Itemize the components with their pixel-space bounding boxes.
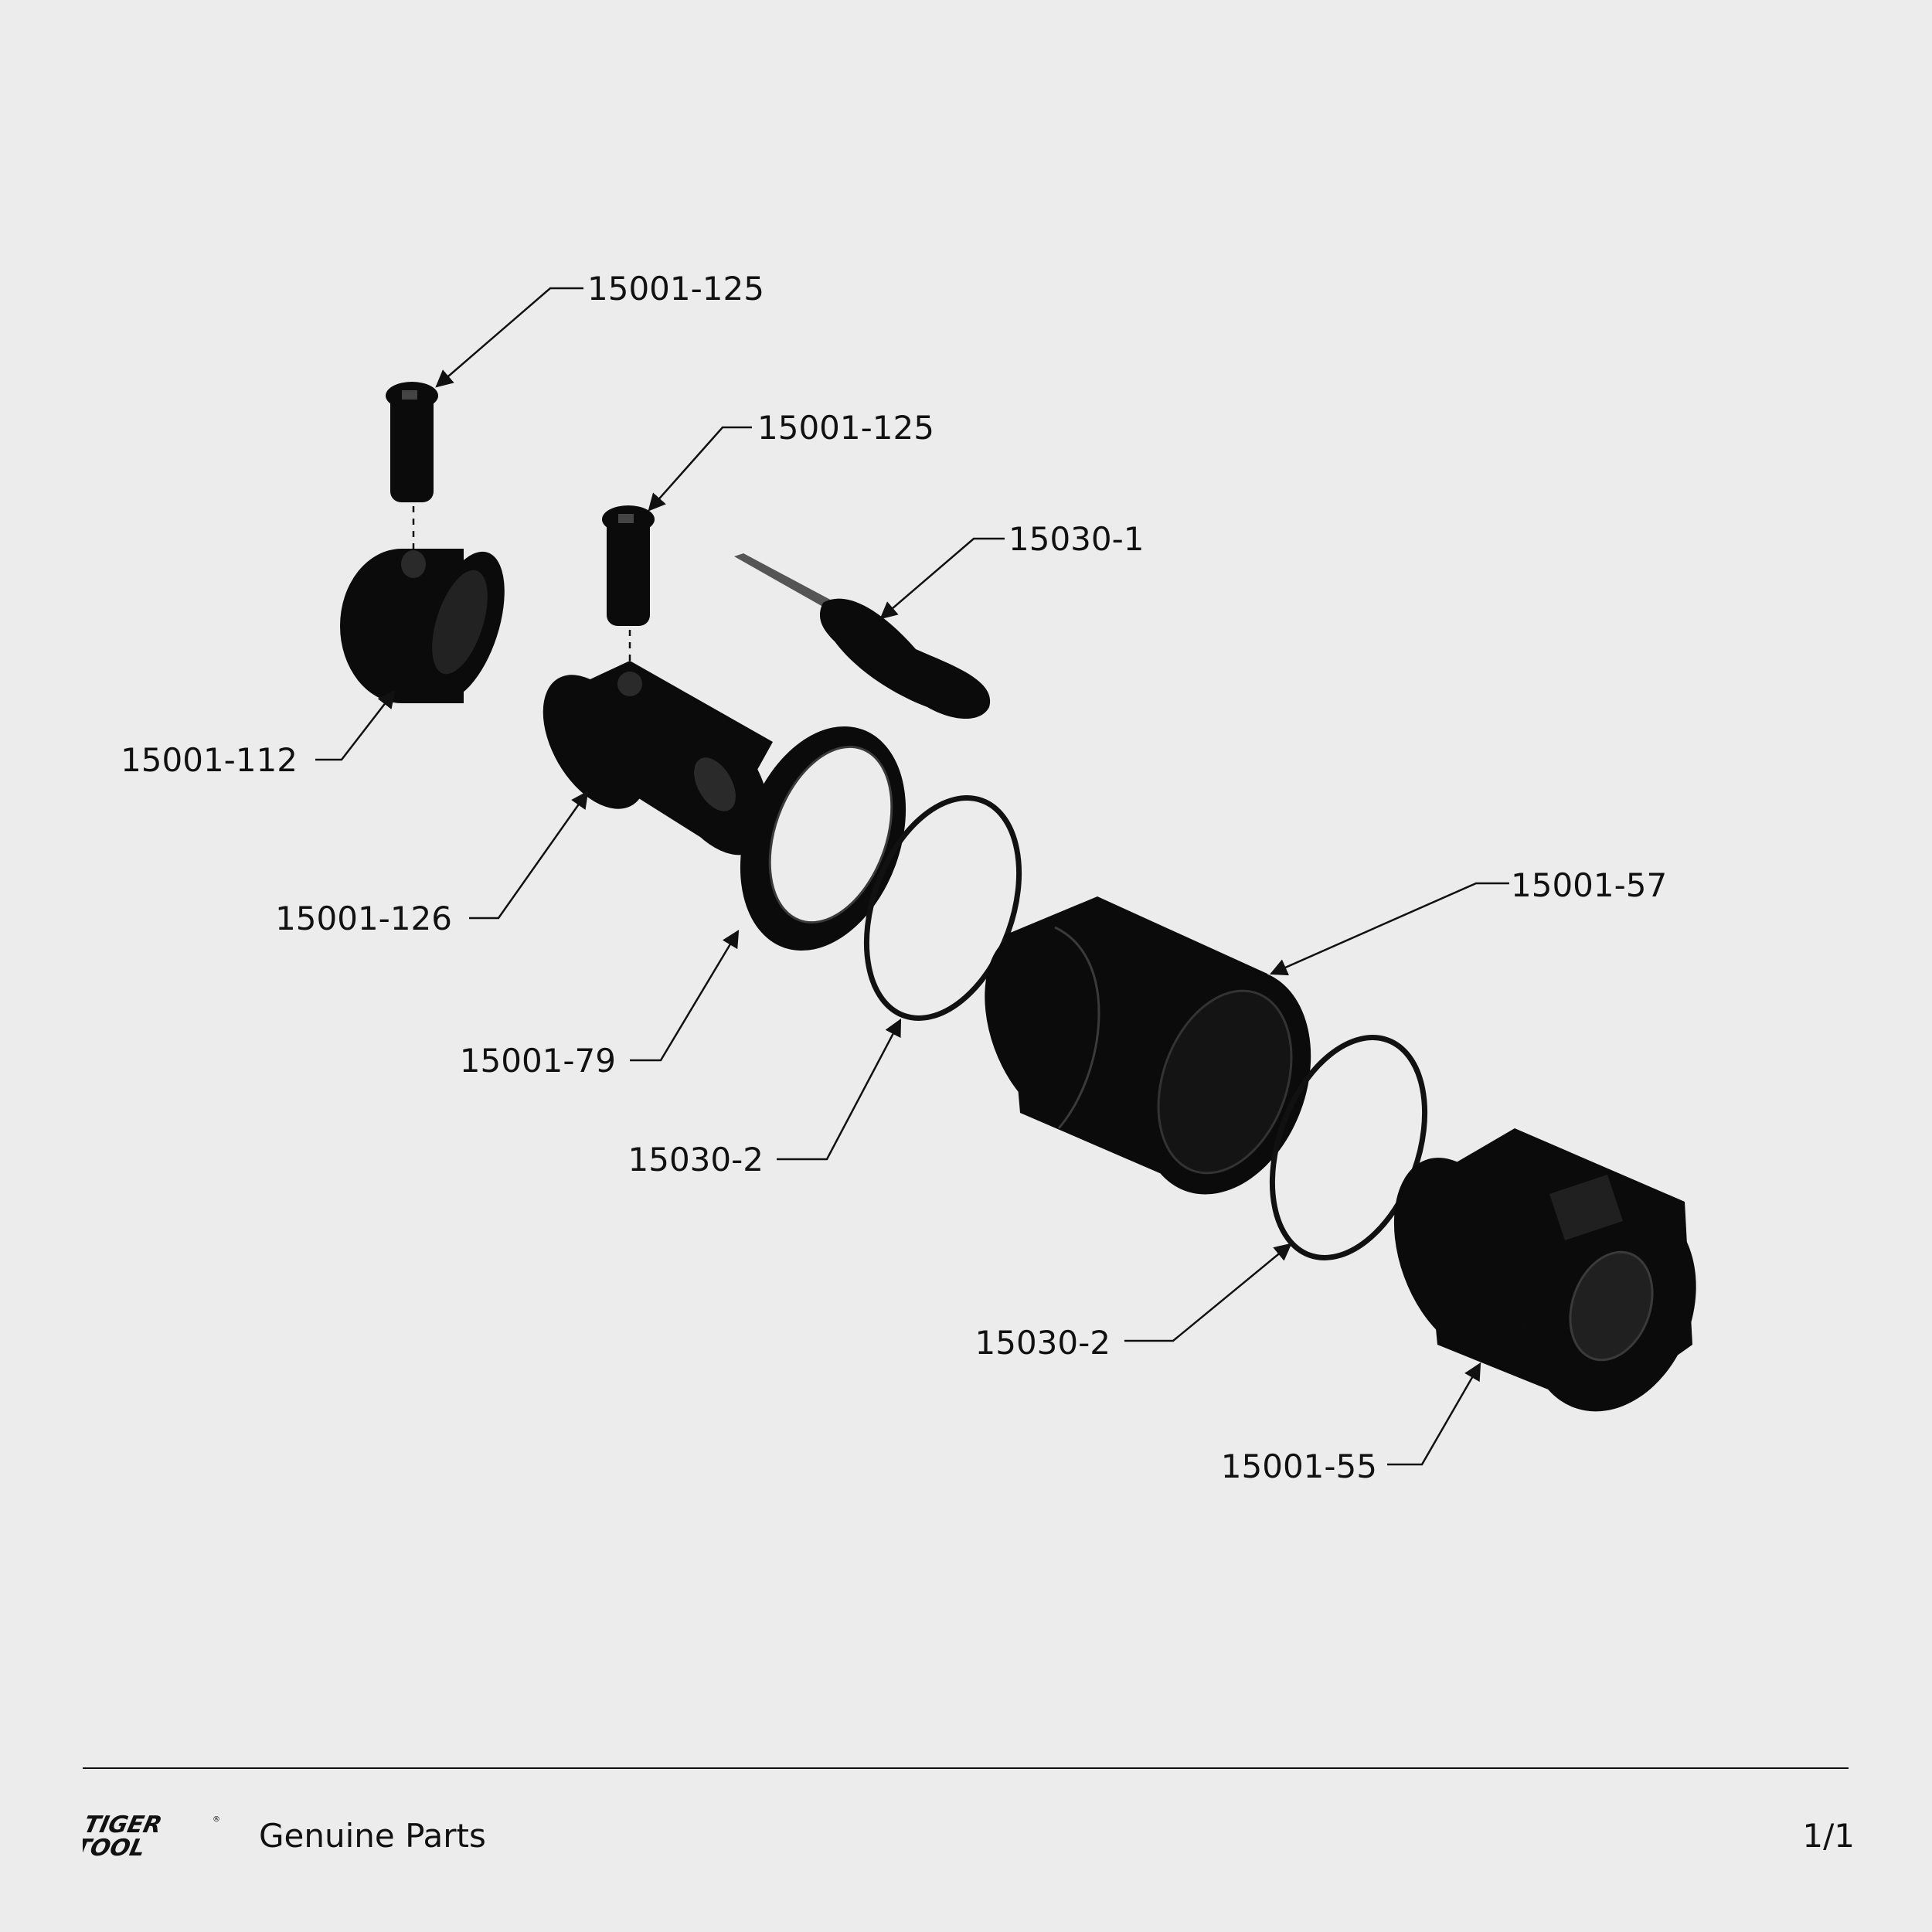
part-end-cap-15001-55 bbox=[1393, 1128, 1696, 1412]
callout-15001-55: 15001-55 bbox=[1221, 1447, 1377, 1485]
footer-caption: Genuine Parts bbox=[259, 1817, 486, 1855]
part-cylinder-15001-57 bbox=[985, 896, 1311, 1195]
callout-15030-2-lower: 15030-2 bbox=[975, 1324, 1111, 1362]
callout-15001-79: 15001-79 bbox=[460, 1042, 616, 1080]
part-tool-15030-1 bbox=[734, 553, 991, 719]
callout-15030-2-upper: 15030-2 bbox=[628, 1141, 764, 1179]
callout-15001-125-top: 15001-125 bbox=[587, 270, 764, 308]
callout-15001-125-center: 15001-125 bbox=[757, 409, 934, 447]
svg-text:®: ® bbox=[213, 1815, 220, 1824]
callout-15001-112: 15001-112 bbox=[121, 741, 298, 779]
part-screw-center bbox=[602, 505, 655, 626]
svg-text:TIGER: TIGER bbox=[83, 1811, 165, 1838]
tiger-tool-logo: TIGER TOOL ® bbox=[83, 1811, 220, 1860]
part-snap-ring-upper bbox=[863, 795, 1022, 1021]
part-ring-15001-79 bbox=[740, 726, 906, 951]
svg-text:TOOL: TOOL bbox=[83, 1835, 148, 1860]
part-body-15001-126 bbox=[543, 661, 773, 855]
leader-lines bbox=[315, 287, 1509, 1466]
callout-15001-126: 15001-126 bbox=[275, 900, 452, 937]
part-screw-top-left bbox=[386, 382, 438, 502]
callout-15001-57: 15001-57 bbox=[1511, 866, 1667, 904]
callout-15030-1: 15030-1 bbox=[1009, 520, 1145, 558]
page-number: 1/1 bbox=[1802, 1817, 1855, 1855]
part-collar-15001-112 bbox=[340, 549, 505, 703]
footer-divider bbox=[83, 1767, 1849, 1769]
